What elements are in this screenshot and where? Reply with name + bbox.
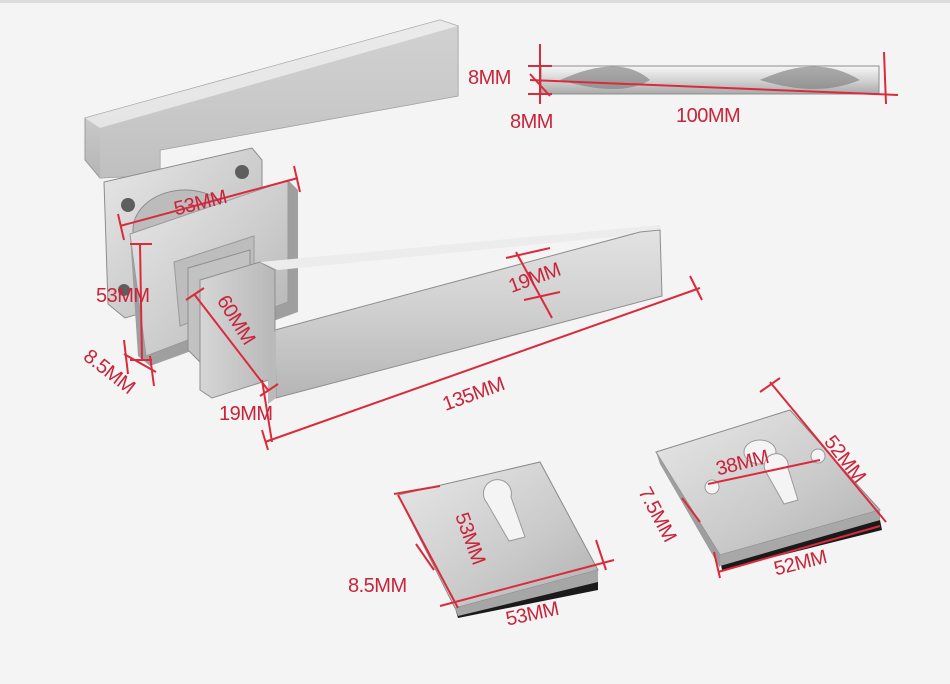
dim-line-backplate-hole-spacing xyxy=(707,459,821,485)
dim-line-rose-height xyxy=(139,243,143,361)
dim-line-escutcheon-width xyxy=(439,559,615,607)
front-lever xyxy=(187,225,663,404)
dim-line-lever-width-side xyxy=(261,379,273,443)
dim-line-neck xyxy=(193,293,269,391)
dim-line-spindle-length xyxy=(529,79,899,96)
square-backplate xyxy=(655,409,882,570)
label-rose-height: 53MM xyxy=(96,285,150,307)
label-escutcheon-thickness: 8.5MM xyxy=(348,575,407,597)
back-lever xyxy=(84,19,459,179)
label-spindle-length: 100MM xyxy=(676,105,741,127)
dim-line-rose-thickness xyxy=(123,353,157,373)
dim-line-escutcheon-thickness xyxy=(415,543,435,571)
dim-line-rose-width xyxy=(119,177,299,227)
dim-line-backplate-thickness xyxy=(681,497,701,523)
label-lever-width-side: 19MM xyxy=(219,403,273,425)
dim-line-backplate-width xyxy=(717,525,881,573)
label-spindle-height: 8MM xyxy=(510,111,553,133)
dim-line-escutcheon-height xyxy=(397,494,459,609)
spindle-bar xyxy=(540,65,880,95)
dim-line-backplate-height xyxy=(769,381,887,523)
label-spindle-width: 8MM xyxy=(468,67,511,89)
dim-line-lever-width-top xyxy=(515,251,553,319)
dimension-lines xyxy=(117,44,899,609)
escutcheon-plate xyxy=(397,461,599,618)
top-edge-strip xyxy=(0,0,950,3)
dim-line-lever-length xyxy=(264,287,701,443)
